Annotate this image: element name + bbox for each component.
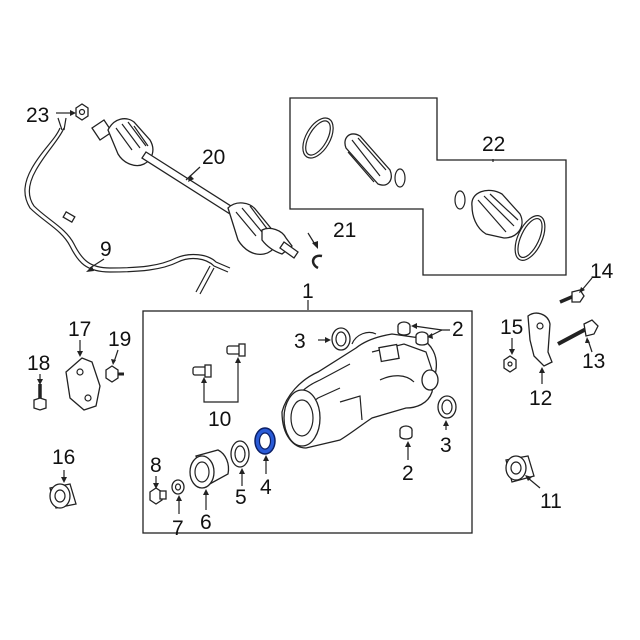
callout-12[interactable]: 12	[529, 387, 552, 410]
callout-7[interactable]: 7	[172, 517, 184, 540]
callout-23[interactable]: 23	[26, 104, 49, 127]
part-19-bolt[interactable]	[105, 365, 124, 383]
part-2-plug-lower[interactable]	[399, 425, 413, 440]
callout-2-lower[interactable]: 2	[402, 462, 414, 485]
part-12-mount-bracket[interactable]	[527, 312, 553, 367]
part-11-mount-bushing[interactable]	[505, 455, 535, 483]
callout-8[interactable]: 8	[150, 454, 162, 477]
part-10-breather-left[interactable]	[192, 364, 212, 378]
callout-2-upper[interactable]: 2	[452, 318, 464, 341]
part-3-seal-lower[interactable]	[437, 395, 457, 419]
callout-5[interactable]: 5	[235, 486, 247, 509]
callout-21[interactable]: 21	[333, 219, 356, 242]
callout-18[interactable]: 18	[27, 352, 50, 375]
part-17-mount-bracket[interactable]	[65, 357, 101, 411]
callout-10[interactable]: 10	[208, 408, 231, 431]
part-23-nut[interactable]	[75, 103, 89, 121]
part-10-breather-right[interactable]	[226, 343, 246, 357]
part-13-bolt[interactable]	[557, 319, 599, 346]
callout-13[interactable]: 13	[582, 350, 605, 373]
part-14-bolt[interactable]	[559, 289, 585, 304]
boot-kit-box	[289, 97, 567, 276]
part-16-mount-bushing[interactable]	[49, 483, 77, 509]
leader-lines	[37, 166, 593, 514]
callout-14[interactable]: 14	[590, 260, 614, 283]
callout-19[interactable]: 19	[108, 328, 131, 351]
part-18-bolt[interactable]	[33, 384, 47, 411]
callout-17[interactable]: 17	[68, 318, 91, 341]
part-2-plug-upper[interactable]	[397, 321, 429, 346]
part-6-companion-flange[interactable]	[189, 449, 230, 489]
part-1-differential-housing[interactable]	[281, 331, 439, 449]
part-9-sensor-harness[interactable]	[24, 117, 231, 295]
callout-3-upper[interactable]: 3	[294, 330, 306, 353]
callout-1[interactable]: 1	[302, 280, 314, 303]
differential-assembly-box	[142, 310, 473, 534]
callout-3-lower[interactable]: 3	[440, 434, 452, 457]
callout-9[interactable]: 9	[100, 238, 112, 261]
callout-22[interactable]: 22	[482, 133, 505, 156]
callout-4[interactable]: 4	[260, 476, 272, 499]
part-3-seal-upper[interactable]	[331, 327, 351, 351]
callout-6[interactable]: 6	[200, 511, 212, 534]
part-7-washer[interactable]	[171, 479, 185, 495]
part-21-snap-ring[interactable]	[311, 254, 323, 270]
callout-15[interactable]: 15	[500, 316, 523, 339]
callout-11[interactable]: 11	[540, 490, 562, 513]
part-5-spacer[interactable]	[230, 440, 250, 468]
part-20-axle-shaft[interactable]	[91, 118, 299, 259]
part-15-nut[interactable]	[503, 355, 517, 373]
callout-20[interactable]: 20	[202, 146, 225, 169]
part-4-pinion-seal[interactable]	[254, 427, 276, 455]
part-8-flange-nut[interactable]	[149, 487, 167, 505]
callout-16[interactable]: 16	[52, 446, 75, 469]
part-22-boot-kit[interactable]	[297, 113, 551, 265]
